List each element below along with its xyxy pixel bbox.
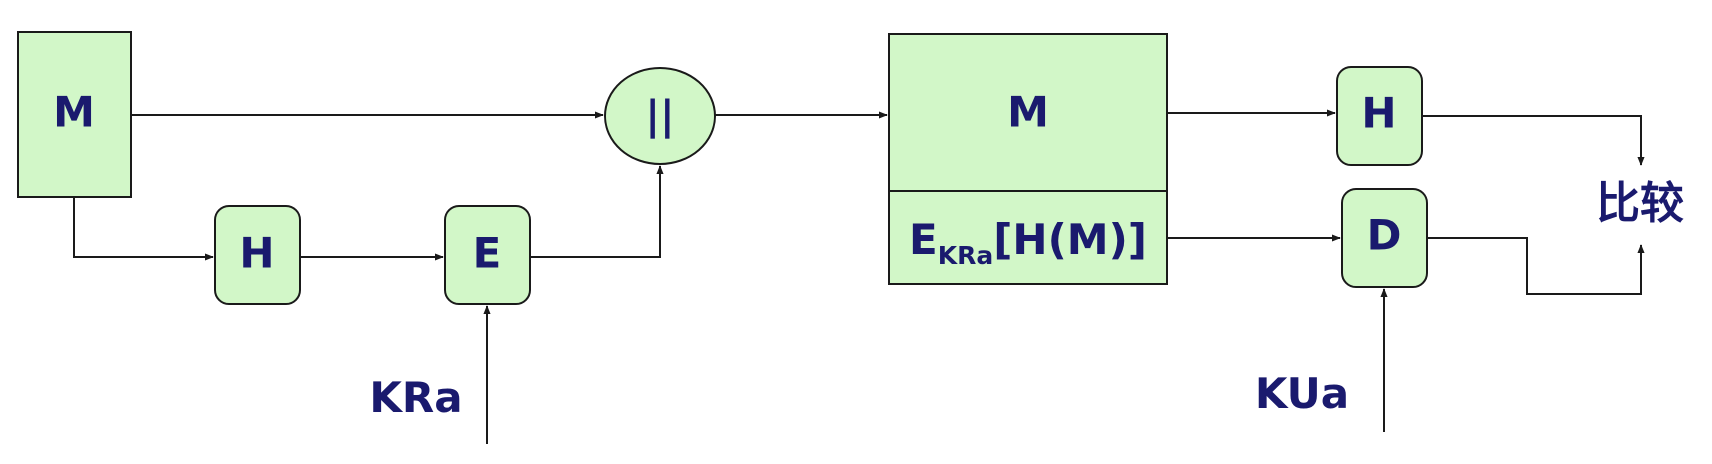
packet-message-section [888,33,1168,192]
packet-message-label: M [1007,88,1049,137]
receiver-hash-label: H [1361,89,1396,138]
concat-node: || [604,67,716,165]
sender-hash-label: H [239,229,274,278]
public-key-label: KUa [1255,369,1349,418]
private-key-label: KRa [369,373,462,422]
decrypt-box: D [1341,188,1428,288]
sender-message-label: M [53,88,95,137]
receiver-hash-box: H [1336,66,1423,166]
decrypt-label: D [1367,211,1402,260]
message-to-hash-arrow [73,197,214,261]
signature-tail: [H(M)] [993,215,1147,264]
compare-label: 比较 [1596,178,1684,229]
concat-label: || [645,93,674,140]
decrypt-to-compare-arrow [1427,237,1645,295]
hash-to-compare-arrow [1422,115,1645,166]
sender-hash-box: H [214,205,301,305]
packet-signature-section [888,190,1168,285]
signature-main: E [909,215,938,264]
encrypt-to-concat-arrow [530,165,664,258]
sender-message-box: M [17,31,132,198]
packet-signature-label: EKRa[H(M)] [909,215,1147,270]
encrypt-box: E [444,205,531,305]
signature-subscript: KRa [938,241,994,270]
encrypt-label: E [473,229,502,278]
packet-box: M EKRa[H(M)] [888,33,1168,285]
